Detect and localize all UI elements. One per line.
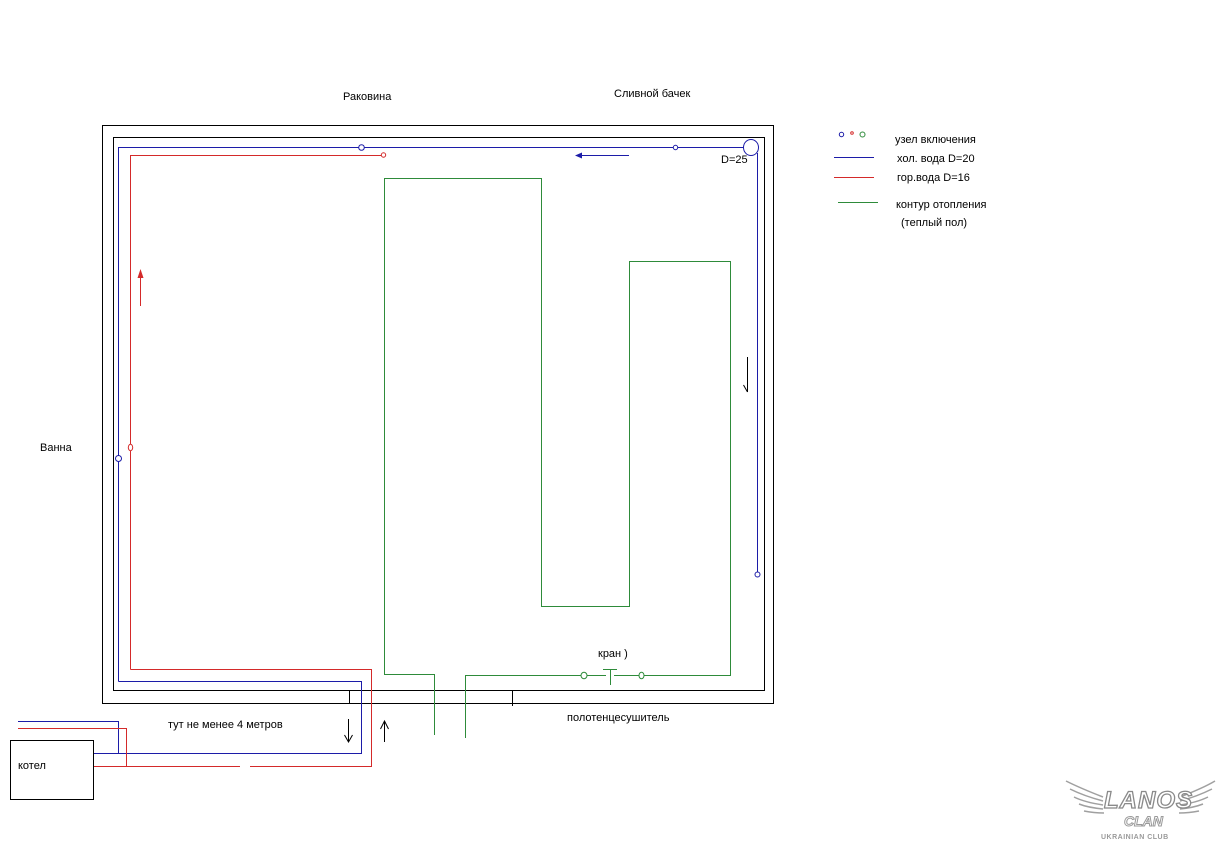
junction-hot-sink <box>380 152 387 158</box>
junction-hot-bath <box>127 443 134 452</box>
label-sink: Раковина <box>343 91 392 103</box>
legend-heating-label: контур отопления <box>896 199 986 211</box>
hot-water-pipe <box>18 155 383 767</box>
junction-nodes <box>115 139 761 680</box>
junction-cold-sink <box>358 144 365 151</box>
label-diameter: D=25 <box>721 154 748 166</box>
outer-wall <box>102 125 774 704</box>
legend: узел включения хол. вода D=20 гор.вода D… <box>834 131 986 229</box>
lanos-clan-logo: LANOS CLAN UKRAINIAN CLUB <box>1065 780 1216 841</box>
heating-loop <box>384 178 731 738</box>
junction-cold-cistern <box>672 144 679 151</box>
inner-wall <box>113 137 765 691</box>
logo-brand: LANOS <box>1104 787 1193 814</box>
junction-cold-bath <box>115 455 122 462</box>
label-boiler: котел <box>18 760 46 772</box>
boiler-box <box>10 740 94 800</box>
label-towel-dryer: полотенцесушитель <box>567 712 670 724</box>
label-cistern: Сливной бачек <box>614 88 691 100</box>
logo-wing-left <box>1065 780 1105 814</box>
junction-d25 <box>743 139 759 156</box>
flow-arrows <box>344 357 748 744</box>
hot-flow-arrowhead <box>137 269 144 278</box>
legend-cold-label: хол. вода D=20 <box>897 153 975 165</box>
logo-wing-right <box>1178 780 1216 814</box>
label-distance-note: тут не менее 4 метров <box>168 719 283 731</box>
legend-junction-hot-icon <box>850 131 854 135</box>
legend-hot-label: гор.вода D=16 <box>897 172 970 184</box>
label-bath: Ванна <box>40 442 73 454</box>
room-walls <box>102 125 774 706</box>
logo-sub: CLAN <box>1124 813 1164 829</box>
cold-flow-arrowhead <box>575 152 582 159</box>
legend-junction-heating-icon <box>859 131 866 138</box>
junction-heating-right <box>638 671 645 680</box>
label-valve: кран ) <box>598 648 628 660</box>
legend-junction-cold-icon <box>838 131 845 138</box>
junction-cold-right <box>754 571 761 578</box>
junction-heating-left <box>580 671 588 680</box>
legend-heating-sublabel: (теплый пол) <box>901 217 967 229</box>
logo-tagline: UKRAINIAN CLUB <box>1101 834 1169 841</box>
legend-junction-label: узел включения <box>895 134 976 146</box>
cold-water-pipe <box>18 147 758 754</box>
